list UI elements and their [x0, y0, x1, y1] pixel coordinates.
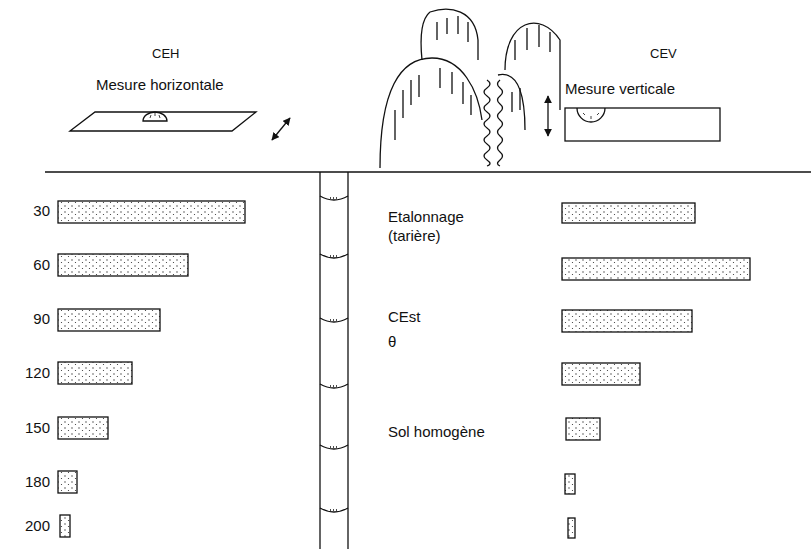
text-label: Sol homogène [388, 423, 485, 442]
conductivity-bar [58, 201, 245, 537]
depth-label: 200 [25, 517, 50, 536]
double-arrow [547, 96, 548, 136]
instrument-horizontal [70, 112, 256, 131]
depth-label: 30 [33, 202, 50, 221]
text-label: CEH [152, 46, 179, 62]
gauge [143, 112, 167, 121]
tree [380, 9, 560, 168]
text-label: θ [388, 333, 396, 352]
text-label: Etalonnage (tarière) [388, 208, 488, 246]
ground-line [45, 171, 811, 172]
text-label: Mesure horizontale [96, 76, 224, 95]
text-label: CEV [650, 46, 677, 62]
instrument-vertical [565, 108, 720, 141]
depth-label: 60 [33, 256, 50, 275]
double-arrow [272, 118, 290, 140]
depth-label: 120 [25, 364, 50, 383]
text-label: CEst [388, 308, 421, 327]
depth-label: 180 [25, 473, 50, 492]
auger-tube [320, 172, 348, 549]
depth-label: 90 [33, 310, 50, 329]
gauge [577, 108, 605, 122]
depth-label: 150 [25, 419, 50, 438]
conductivity-bar [562, 203, 750, 538]
text-label: Mesure verticale [565, 80, 675, 99]
